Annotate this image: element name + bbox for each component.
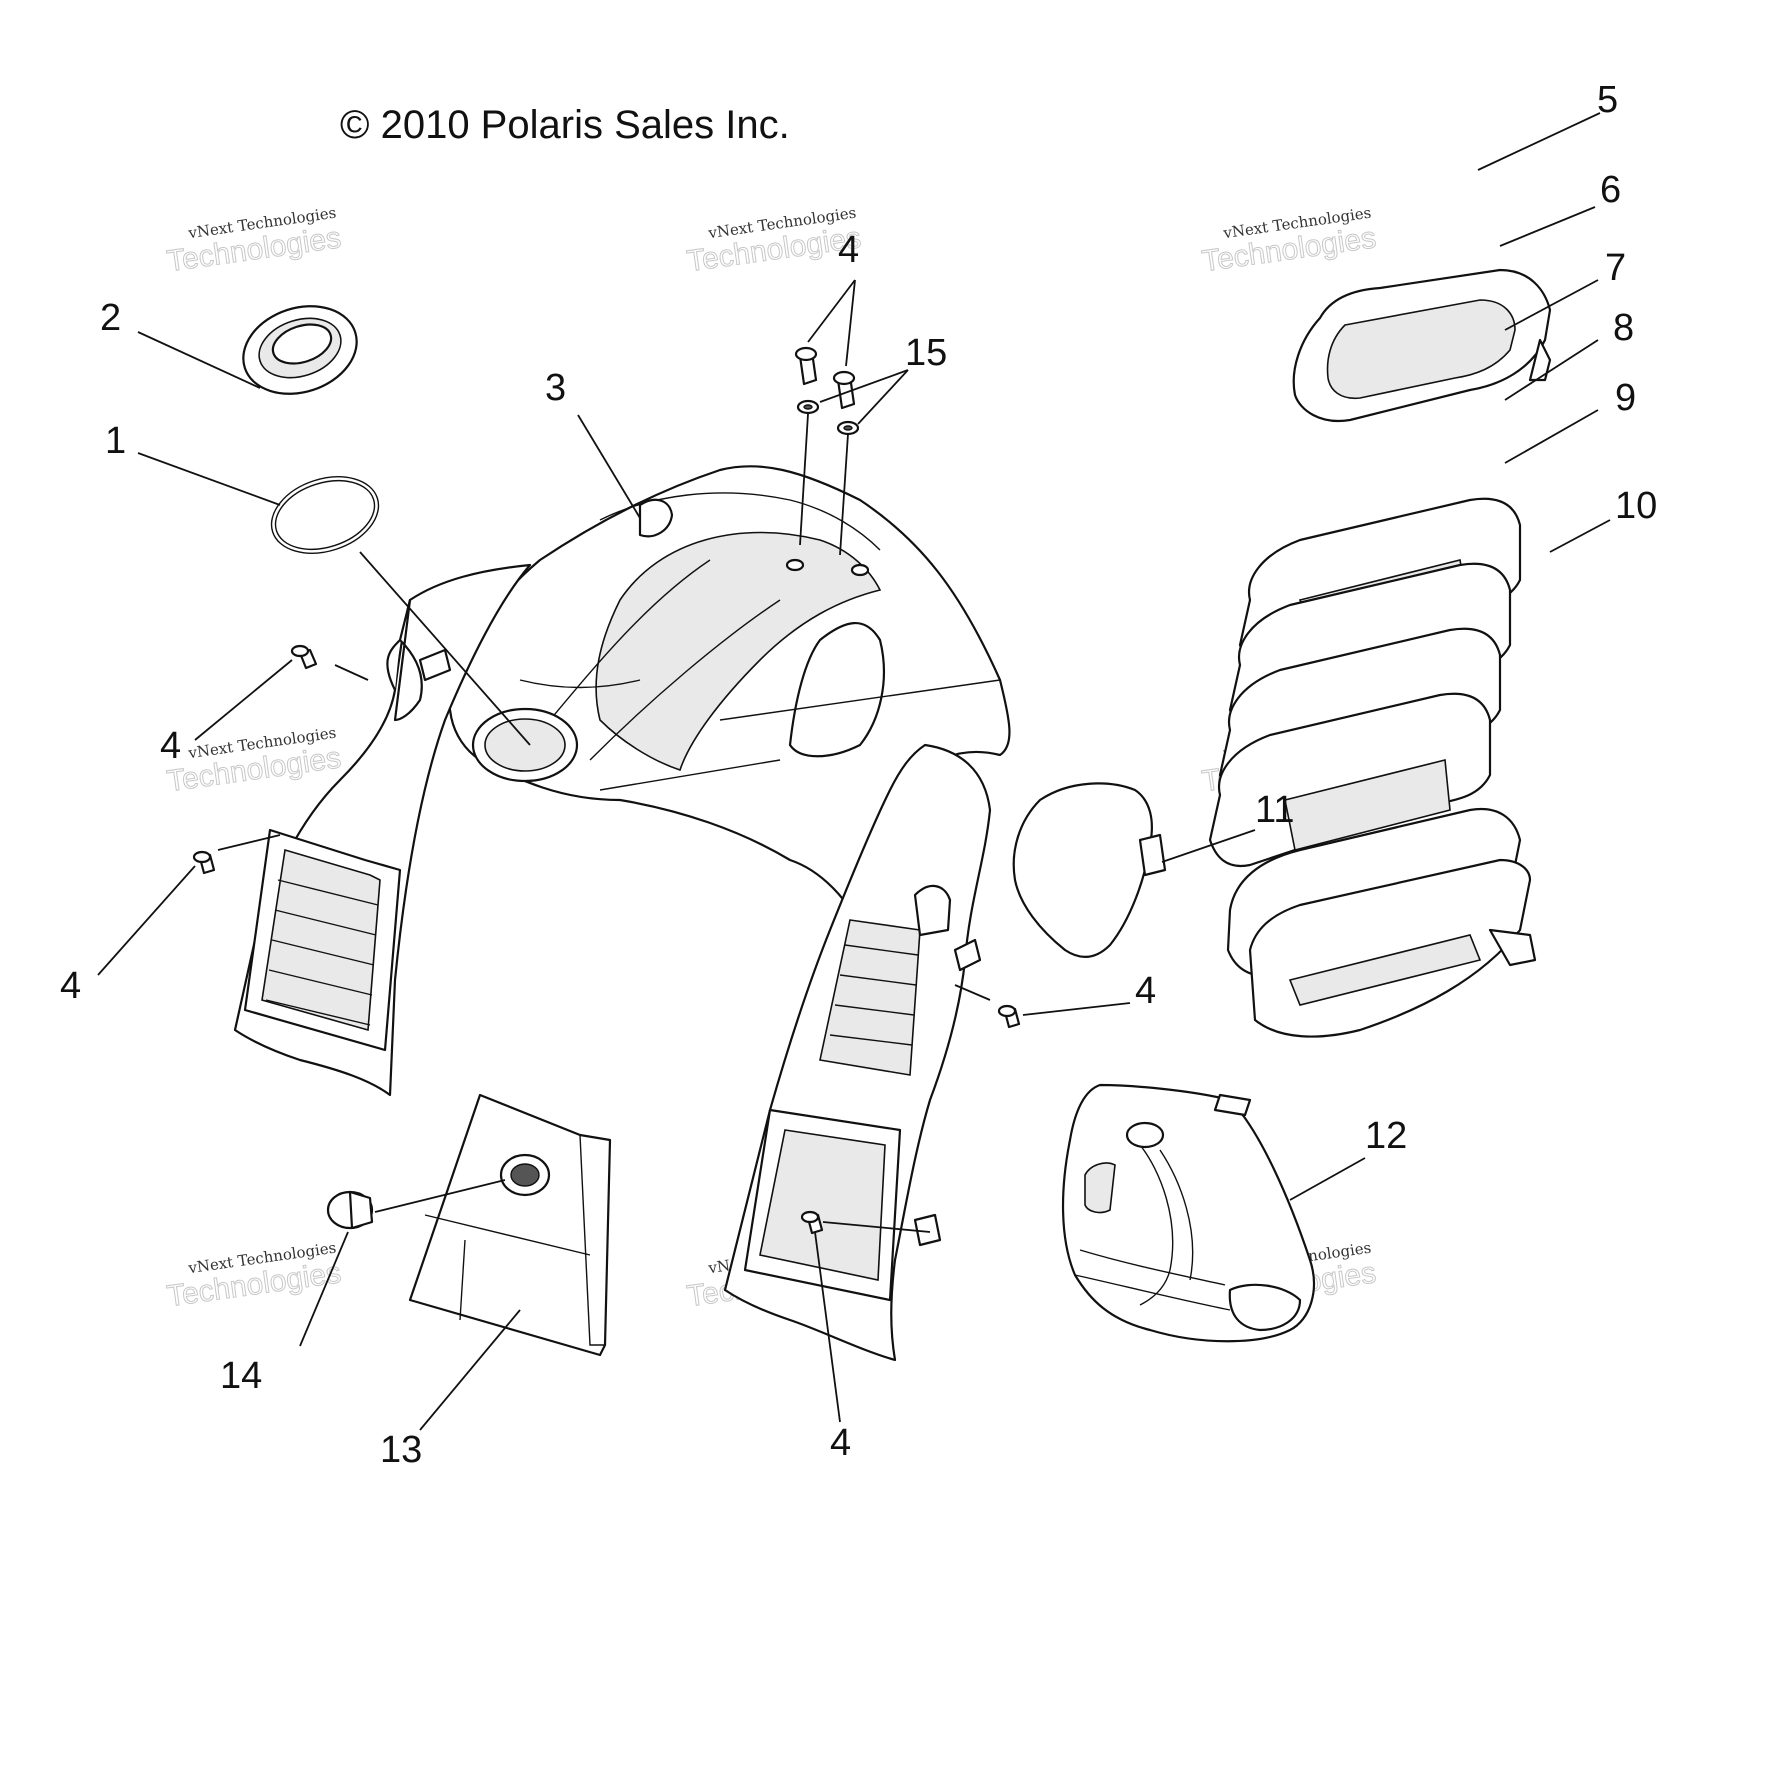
callout-3: 3 [545, 367, 566, 409]
watermark: Technologies vNext Technologies [165, 1239, 344, 1314]
watermark: Technologies vNext Technologies [1200, 204, 1379, 279]
watermark: Technologies vNext Technologies [685, 204, 864, 279]
part-oval-pad [1012, 782, 1167, 958]
callout-15: 15 [905, 332, 947, 374]
part-pad-stack [1208, 268, 1552, 1038]
screw [800, 1210, 824, 1235]
callout-4-right: 4 [1135, 970, 1156, 1012]
part-plug [326, 1190, 374, 1230]
screws [192, 346, 1021, 1235]
callout-4-left-lower: 4 [60, 965, 81, 1007]
washer [836, 420, 860, 436]
callout-9: 9 [1615, 377, 1636, 419]
callout-11: 11 [1255, 789, 1294, 831]
callout-6: 6 [1600, 169, 1621, 211]
callout-4-left-upper: 4 [160, 725, 181, 767]
copyright-text: © 2010 Polaris Sales Inc. [340, 103, 790, 147]
part-side-compartment [1061, 1083, 1315, 1343]
leader-lines [97, 112, 1611, 1431]
callout-10: 10 [1615, 485, 1657, 527]
watermark: Technologies vNext Technologies [165, 724, 344, 799]
callout-5: 5 [1597, 79, 1618, 121]
callout-13: 13 [380, 1429, 422, 1471]
callout-7: 7 [1605, 247, 1626, 289]
part-left-side-panel [233, 563, 532, 1097]
screw [997, 1004, 1021, 1029]
callout-1: 1 [105, 420, 126, 462]
part-o-ring [270, 476, 380, 554]
callout-14: 14 [220, 1355, 262, 1397]
callout-4-top: 4 [838, 229, 859, 271]
callout-8: 8 [1613, 307, 1634, 349]
screw [192, 850, 216, 875]
part-hood-console [448, 465, 1011, 932]
part-cover-plate [408, 1093, 612, 1357]
screw [290, 644, 318, 670]
callout-12: 12 [1365, 1115, 1407, 1157]
part-right-side-panel [723, 743, 992, 1362]
screw [794, 346, 818, 386]
part-bezel-ring [242, 305, 358, 395]
callout-2: 2 [100, 297, 121, 339]
callout-4-bottom: 4 [830, 1422, 851, 1464]
watermark: Technologies vNext Technologies [165, 204, 344, 279]
callouts: 2 1 3 4 15 4 4 4 4 5 6 7 8 9 10 11 12 13… [60, 79, 1657, 1471]
washer [796, 399, 820, 415]
